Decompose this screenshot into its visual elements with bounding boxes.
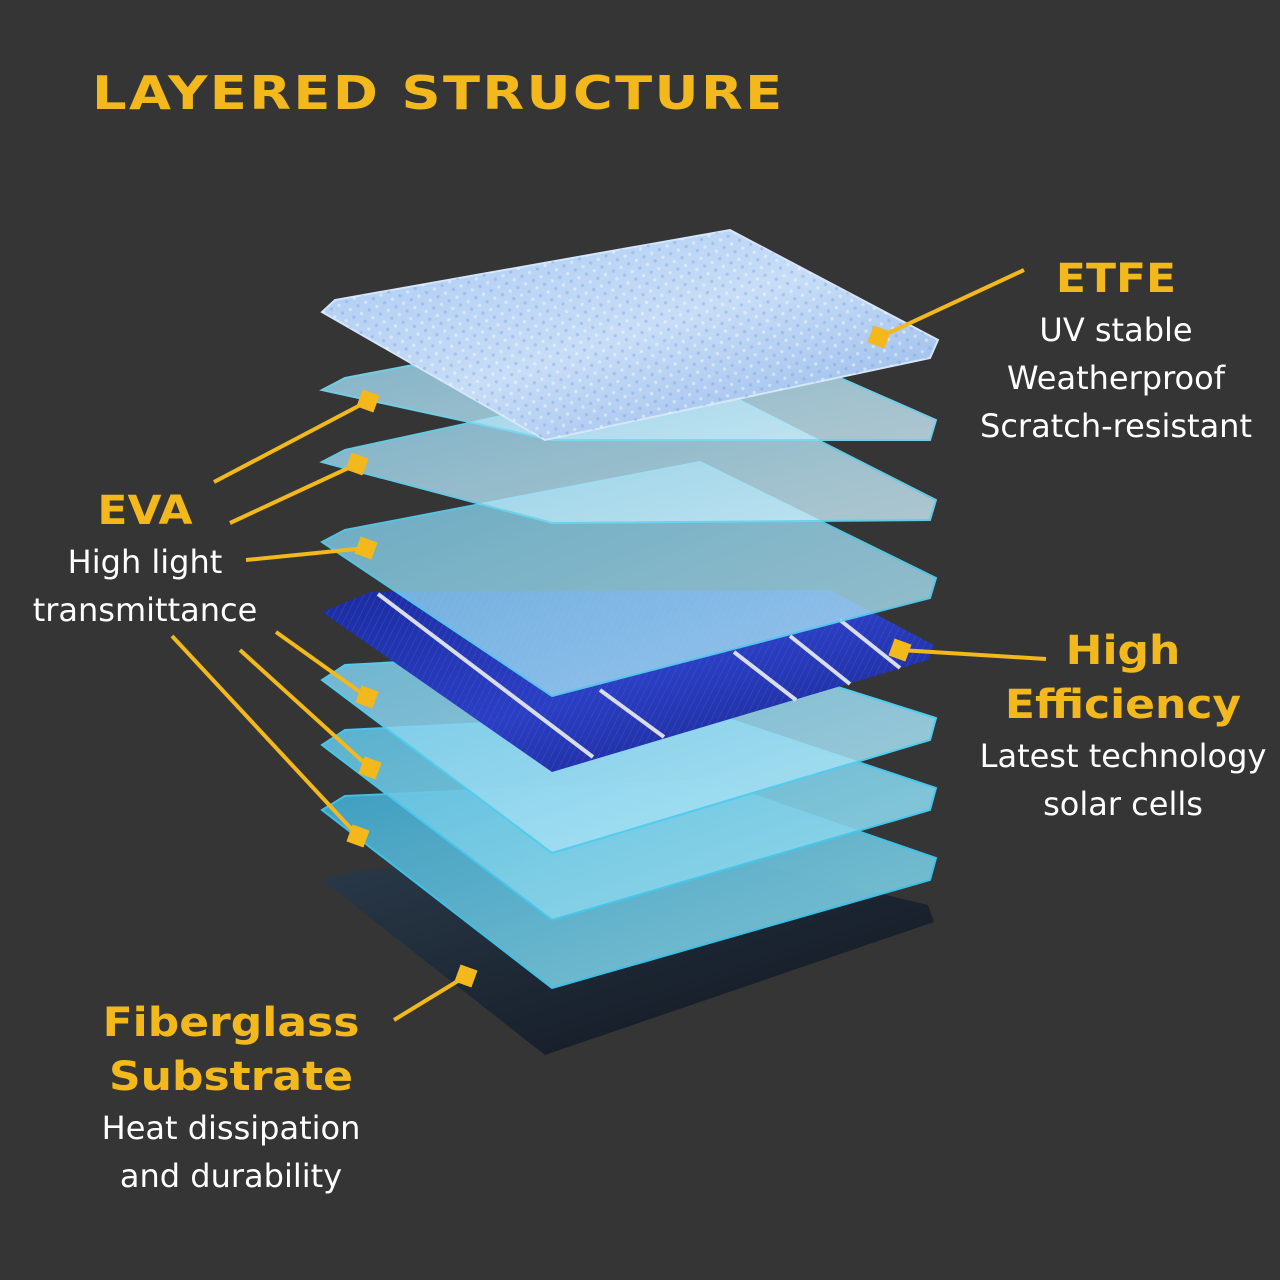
etfe-heading: ETFE <box>1055 256 1177 302</box>
fiberglass-callout-marker <box>454 964 478 988</box>
fiberglass-desc-1: Heat dissipation <box>101 1109 361 1147</box>
layer-etfe <box>320 228 940 442</box>
eva-callout-line-1 <box>213 399 369 484</box>
etfe-callout-marker <box>867 325 891 349</box>
fiberglass-heading-2: Substrate <box>108 1054 353 1100</box>
efficiency-desc-2: solar cells <box>1043 785 1203 823</box>
eva-desc-2: transmittance <box>32 591 258 629</box>
etfe-label: ETFE UV stable Weatherproof Scratch-resi… <box>966 252 1266 450</box>
etfe-desc-2: Weatherproof <box>1007 359 1225 397</box>
page-title: LAYERED STRUCTURE <box>92 66 785 120</box>
fiberglass-callout-line <box>392 974 468 1022</box>
fiberglass-desc-2: and durability <box>119 1157 343 1195</box>
etfe-callout-line <box>879 268 1025 339</box>
eva-callout-line-3 <box>245 546 367 562</box>
eva-callout-line-6 <box>170 634 360 838</box>
eva-callout-line-5 <box>238 648 372 770</box>
eva-desc-1: High light <box>67 543 223 581</box>
eva-label: EVA High light transmittance <box>20 484 270 634</box>
callout-lines <box>170 268 1047 1022</box>
eva-callout-line-4 <box>274 630 369 699</box>
efficiency-desc-1: Latest technology <box>979 737 1267 775</box>
etfe-desc-1: UV stable <box>1039 311 1193 349</box>
efficiency-heading-2: Efficiency <box>1004 682 1242 728</box>
layer-eva-upper-2 <box>319 373 938 525</box>
eva-callout-line-2 <box>229 462 358 525</box>
etfe-desc-3: Scratch-resistant <box>980 407 1252 445</box>
eva-heading: EVA <box>97 488 193 534</box>
fiberglass-heading-1: Fiberglass <box>102 1000 360 1046</box>
efficiency-label: High Efficiency Latest technology solar … <box>970 624 1276 828</box>
efficiency-callout-marker <box>888 638 912 662</box>
efficiency-heading-1: High <box>1065 628 1181 674</box>
efficiency-callout-line <box>899 648 1047 661</box>
fiberglass-label: Fiberglass Substrate Heat dissipation an… <box>70 996 392 1200</box>
